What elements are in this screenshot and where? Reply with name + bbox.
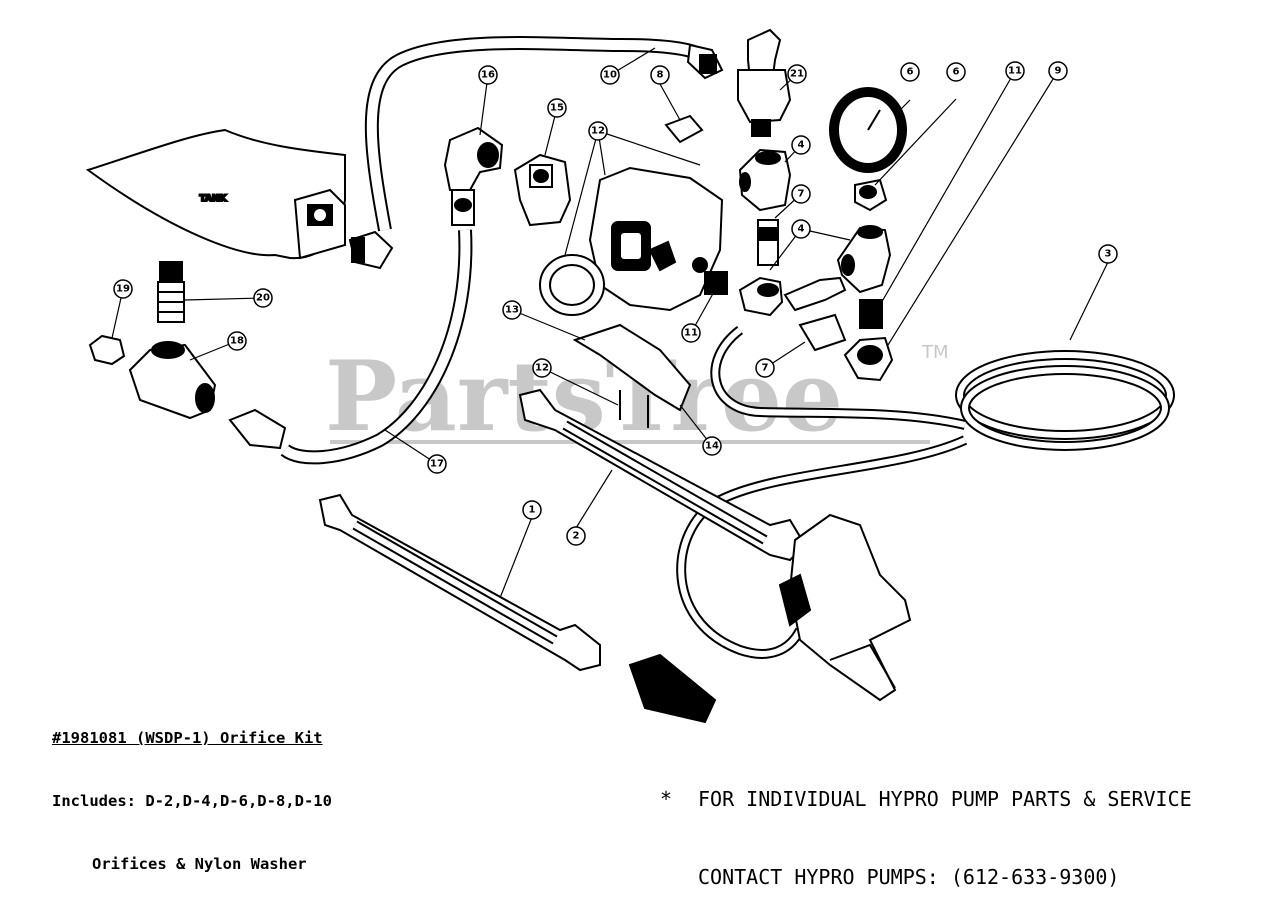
svg-text:4: 4 — [798, 140, 805, 151]
svg-text:6: 6 — [907, 67, 914, 78]
callout-4-upper: 4 — [791, 135, 811, 155]
callouts: 1 2 3 4 4 6 6 7 7 8 9 10 11 11 12 12 13 … — [113, 61, 1118, 546]
svg-text:10: 10 — [603, 70, 617, 81]
callout-10: 10 — [600, 65, 620, 85]
callout-3: 3 — [1098, 244, 1118, 264]
svg-text:6: 6 — [953, 67, 960, 78]
svg-text:2: 2 — [573, 531, 580, 542]
hoses — [280, 36, 1175, 659]
service-line-1: FOR INDIVIDUAL HYPRO PUMP PARTS & SERVIC… — [698, 787, 1192, 811]
callout-21: 21 — [787, 64, 807, 84]
svg-text:1: 1 — [529, 505, 536, 516]
svg-text:12: 12 — [535, 363, 549, 374]
svg-text:20: 20 — [256, 293, 270, 304]
svg-text:16: 16 — [481, 70, 495, 81]
kit-title: #1981081 (WSDP-1) Orifice Kit — [52, 729, 323, 747]
callout-13: 13 — [502, 300, 522, 320]
callout-19: 19 — [113, 279, 133, 299]
svg-text:11: 11 — [1008, 66, 1022, 77]
exploded-parts-diagram: PartsTree TM TANK — [85, 28, 1175, 724]
callout-7-upper: 7 — [791, 184, 811, 204]
callout-16: 16 — [478, 65, 498, 85]
svg-text:14: 14 — [705, 441, 719, 452]
svg-text:15: 15 — [550, 103, 564, 114]
service-asterisk: * — [660, 787, 673, 811]
callout-17: 17 — [427, 454, 447, 474]
callout-12-lower: 12 — [532, 358, 552, 378]
callout-18: 18 — [227, 331, 247, 351]
svg-text:12: 12 — [591, 126, 605, 137]
callout-9: 9 — [1048, 61, 1068, 81]
svg-text:4: 4 — [798, 224, 805, 235]
service-line-2: CONTACT HYPRO PUMPS: (612-633-9300) — [698, 865, 1120, 889]
callout-8: 8 — [650, 65, 670, 85]
svg-text:8: 8 — [657, 70, 664, 81]
kit-includes: Includes: D-2,D-4,D-6,D-8,D-10 — [52, 792, 332, 810]
svg-text:17: 17 — [430, 459, 444, 470]
svg-text:11: 11 — [684, 328, 698, 339]
service-note: * FOR INDIVIDUAL HYPRO PUMP PARTS & SERVI… — [660, 734, 1192, 916]
callout-20: 20 — [253, 288, 273, 308]
callout-1: 1 — [522, 500, 542, 520]
wands-and-gun — [318, 388, 912, 724]
callout-6-bushing: 6 — [946, 62, 966, 82]
leader-lines — [111, 47, 1109, 599]
callout-14: 14 — [702, 436, 722, 456]
svg-text:9: 9 — [1055, 66, 1062, 77]
watermark-tm: TM — [921, 342, 949, 363]
svg-text:7: 7 — [798, 189, 805, 200]
svg-text:18: 18 — [230, 336, 244, 347]
callout-2: 2 — [566, 526, 586, 546]
kit-orifices: Orifices & Nylon Washer — [92, 855, 307, 873]
callout-7-lower: 7 — [755, 358, 775, 378]
callout-12-upper: 12 — [588, 121, 608, 141]
callout-6-gauge: 6 — [900, 62, 920, 82]
svg-text:21: 21 — [790, 69, 804, 80]
tank-label: TANK — [200, 194, 228, 204]
callout-11-right: 11 — [1005, 61, 1025, 81]
fittings — [88, 28, 907, 450]
callout-11-center: 11 — [681, 323, 701, 343]
svg-text:3: 3 — [1105, 249, 1112, 260]
callout-4-lower: 4 — [791, 219, 811, 239]
svg-text:19: 19 — [116, 284, 130, 295]
tank: TANK — [85, 128, 346, 260]
callout-15: 15 — [547, 98, 567, 118]
svg-text:13: 13 — [505, 305, 519, 316]
svg-text:7: 7 — [762, 363, 769, 374]
orifice-kit-note: #1981081 (WSDP-1) Orifice Kit Includes: … — [52, 686, 332, 896]
